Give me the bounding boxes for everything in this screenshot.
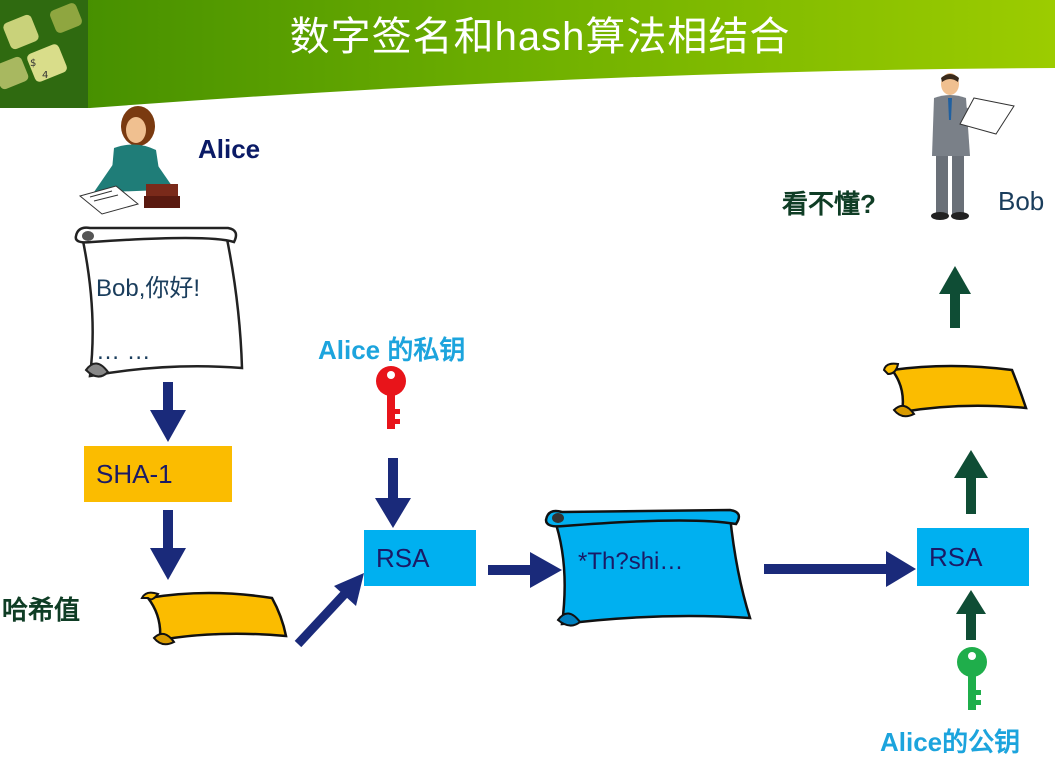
- arrow-key-to-rsa: [375, 458, 411, 528]
- header-background: $ 4: [0, 0, 1055, 108]
- arrow-rsa-to-hash-scroll: [954, 450, 988, 514]
- rsa-decrypt-label: RSA: [929, 541, 983, 572]
- arrow-hash-scroll-to-bob: [939, 266, 971, 328]
- decrypted-hash-scroll-icon: [882, 362, 1028, 418]
- public-key-icon: [957, 647, 987, 710]
- bob-figure-icon: [931, 73, 1015, 220]
- private-key-icon: [376, 366, 406, 429]
- bob-label: Bob: [998, 186, 1045, 216]
- rsa-decrypt-box: RSA: [917, 528, 1029, 586]
- rsa-encrypt-box: RSA: [364, 530, 476, 586]
- document-text-line2: … …: [96, 338, 151, 365]
- encrypted-text: *Th?shi…: [578, 548, 684, 575]
- hash-value-label: 哈希值: [2, 595, 81, 625]
- arrow-doc-to-sha: [150, 382, 186, 442]
- alice-label: Alice: [198, 134, 261, 164]
- encrypted-scroll-icon: [544, 508, 752, 627]
- sha1-box: SHA-1: [84, 446, 232, 502]
- public-key-label: Alice的公钥: [880, 727, 1021, 757]
- arrow-encrypted-to-rsa: [764, 551, 916, 587]
- sha1-label: SHA-1: [96, 458, 173, 489]
- page-title: 数字签名和hash算法相结合: [289, 15, 791, 59]
- rsa-encrypt-label: RSA: [376, 542, 430, 573]
- arrow-sha-to-hash: [150, 510, 186, 580]
- document-text-line1: Bob,你好!: [96, 275, 201, 302]
- private-key-label: Alice 的私钥: [318, 335, 466, 365]
- svg-text:$: $: [30, 58, 36, 69]
- keyboard-image: $ 4: [0, 0, 88, 108]
- arrow-hash-to-rsa: [294, 573, 364, 648]
- arrow-pubkey-to-rsa: [956, 590, 986, 640]
- header-banner: $ 4 数字签名和hash算法相结合: [0, 0, 1055, 110]
- bob-question-label: 看不懂?: [782, 189, 876, 219]
- svg-text:4: 4: [42, 70, 48, 81]
- alice-figure-icon: [78, 106, 180, 215]
- document-scroll-icon: [74, 226, 244, 378]
- hash-scroll-icon: [140, 591, 288, 646]
- arrow-rsa-to-encrypted: [488, 552, 562, 588]
